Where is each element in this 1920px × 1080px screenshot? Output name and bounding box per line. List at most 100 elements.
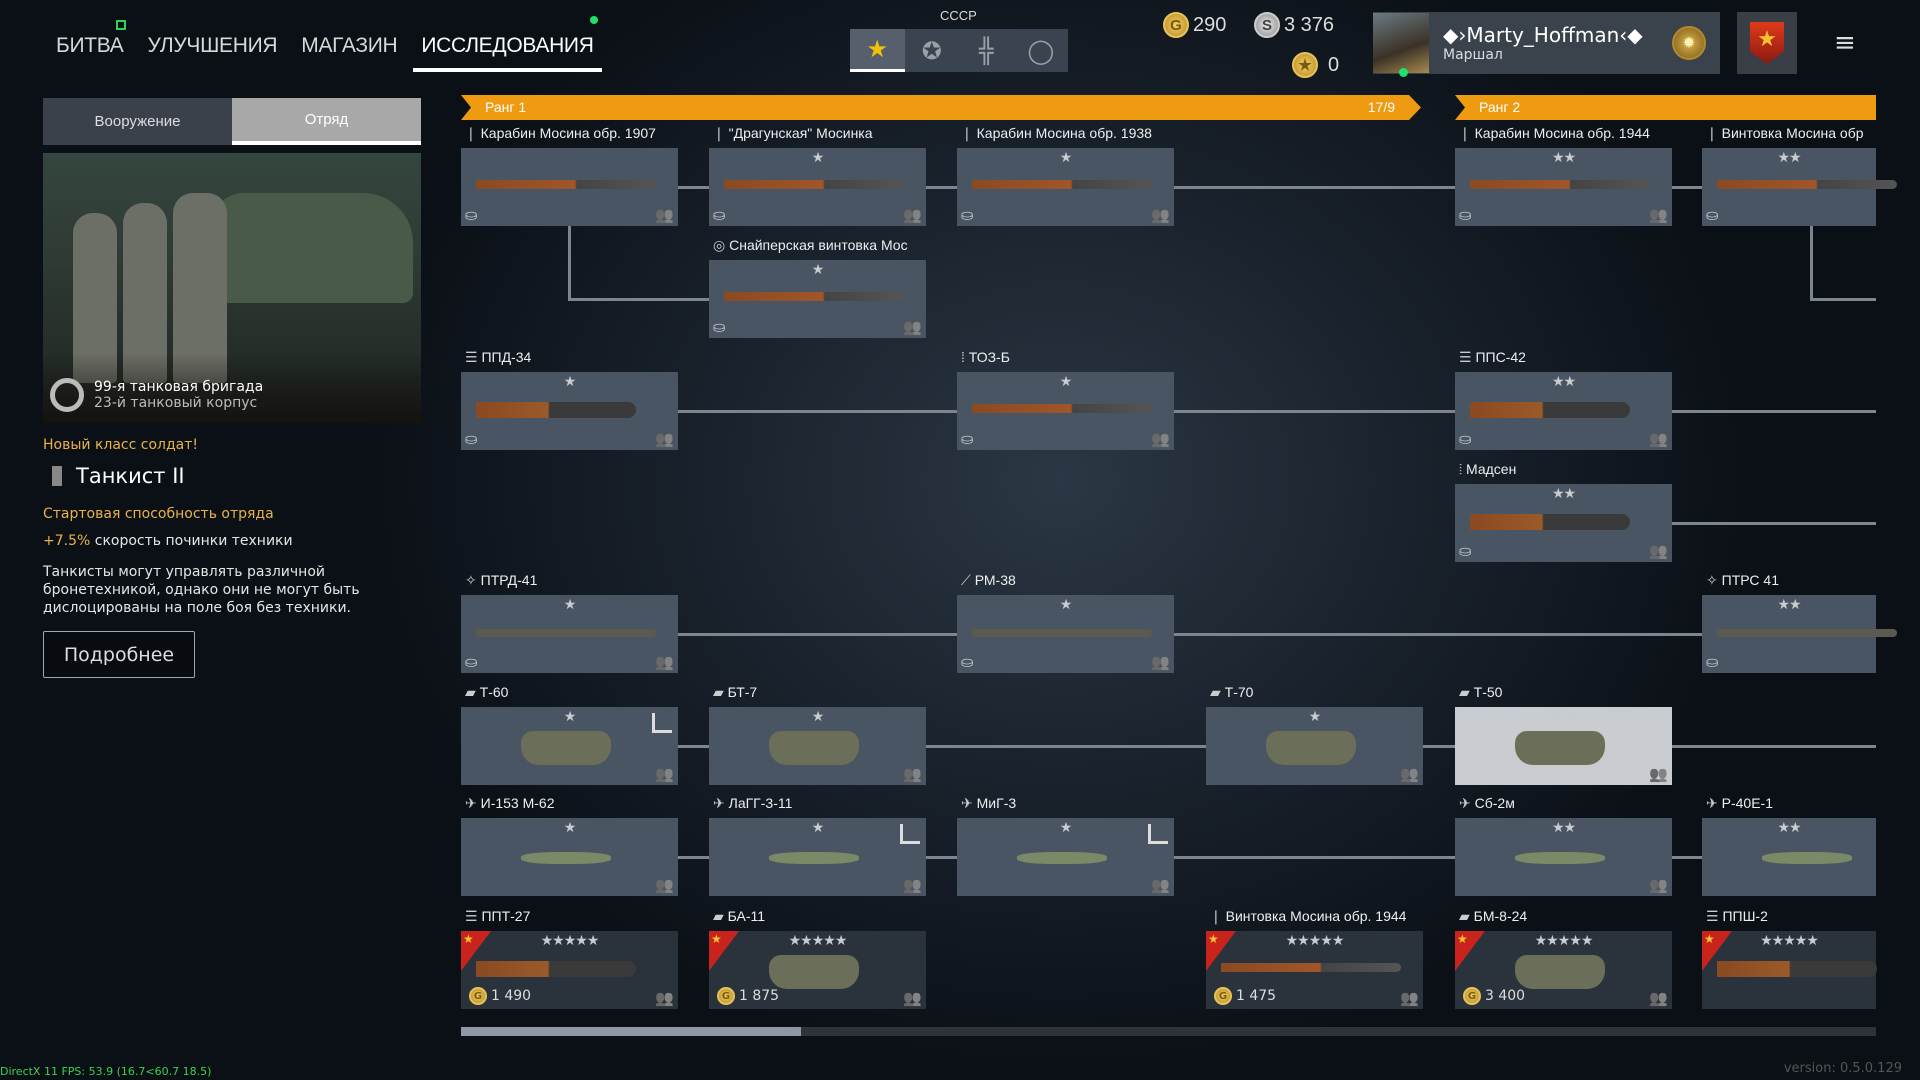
item-image	[1515, 731, 1605, 765]
item-image	[476, 629, 656, 637]
horizontal-scrollbar[interactable]	[461, 1027, 1876, 1036]
research-card[interactable]: ▰ Т-70★👥	[1206, 684, 1423, 785]
player-name: ◆›Marty_Hoffman‹◆	[1443, 23, 1643, 47]
research-card[interactable]: ☰ ППД-34★⛀👥	[461, 349, 678, 450]
research-card[interactable]: ⁞ ТОЗ-Б★⛀👥	[957, 349, 1174, 450]
nav-shop[interactable]: МАГАЗИН	[301, 34, 398, 57]
research-card[interactable]: ❘ Карабин Мосина обр. 1907⛀👥	[461, 125, 678, 226]
circle-icon[interactable]: ◯	[1027, 36, 1055, 65]
research-card[interactable]: ❘ Карабин Мосина обр. 1938★⛀👥	[957, 125, 1174, 226]
squad-icon: 👥	[1400, 989, 1419, 1007]
basket-icon[interactable]: ⛀	[465, 653, 478, 671]
nav-upgrades[interactable]: УЛУЧШЕНИЯ	[147, 34, 278, 57]
avatar	[1373, 13, 1429, 77]
card-label: ✧ ПТРС 41	[1706, 572, 1779, 589]
research-card[interactable]: ❘ "Драгунская" Мосинка★⛀👥	[709, 125, 926, 226]
shotgun-icon: ⁞	[961, 349, 969, 365]
research-card[interactable]: ✈ ЛаГГ-3-11★👥	[709, 795, 926, 896]
research-card[interactable]: ❘ Карабин Мосина обр. 1944★★⛀👥	[1455, 125, 1672, 226]
ability-text: скорость починки техники	[94, 533, 293, 549]
basket-icon[interactable]: ⛀	[465, 206, 478, 224]
research-card[interactable]: ▰ Т-50★★👥	[1455, 684, 1672, 785]
basket-icon[interactable]: ⛀	[465, 430, 478, 448]
research-card[interactable]: ⦙ Мадсен★★⛀👥	[1455, 461, 1672, 562]
silver-amount: 3 376	[1284, 13, 1335, 36]
card-name: ТОЗ-Б	[968, 349, 1010, 365]
allies-star-icon[interactable]: ✪	[921, 36, 942, 65]
squad-icon: 👥	[655, 206, 674, 224]
nav-research[interactable]: ИССЛЕДОВАНИЯ	[413, 16, 602, 72]
price-value: 3 400	[1485, 988, 1526, 1004]
star-rating: ★	[811, 150, 825, 166]
research-card[interactable]: ⟋ РМ-38★⛀👥	[957, 572, 1174, 673]
scrollbar-thumb[interactable]	[461, 1027, 801, 1036]
tab-squad[interactable]: Отряд	[232, 98, 421, 145]
rifle-icon: ❘	[961, 125, 977, 141]
token-amount: 0	[1328, 53, 1340, 76]
item-image	[1762, 852, 1852, 864]
research-card[interactable]: ❘ Винтовка Мосина обр★★⛀	[1702, 125, 1897, 226]
basket-icon[interactable]: ⛀	[961, 653, 974, 671]
research-card[interactable]: ✈ МиГ-3★👥	[957, 795, 1174, 896]
card-name: "Драгунская" Мосинка	[728, 125, 873, 141]
nav-battle[interactable]: БИТВА	[56, 20, 126, 72]
emblem-button[interactable]: ★	[1737, 12, 1797, 74]
item-image	[476, 961, 636, 977]
gold-coin-icon: G	[1163, 12, 1189, 38]
star-rating: ★★	[1777, 150, 1801, 166]
squad-icon: 👥	[903, 765, 922, 783]
price-value: 1 475	[1236, 988, 1277, 1004]
card-label: ☰ ППШ-2	[1706, 908, 1768, 925]
basket-icon[interactable]: ⛀	[961, 430, 974, 448]
star-rating: ★	[811, 709, 825, 725]
item-image	[1717, 629, 1897, 637]
menu-icon[interactable]: ≡	[1834, 28, 1856, 58]
card-label: ✈ Р-40Е-1	[1706, 795, 1773, 812]
card-name: Снайперская винтовка Мос	[729, 237, 908, 253]
tank-icon: ▰	[1210, 684, 1225, 700]
research-card[interactable]: ☰ ППС-42★★⛀👥	[1455, 349, 1672, 450]
card-name: РМ-38	[974, 572, 1016, 588]
ussr-star-icon[interactable]: ★	[850, 29, 905, 72]
rifle-icon: ❘	[1459, 125, 1475, 141]
tree-connector	[1810, 226, 1813, 300]
basket-icon[interactable]: ⛀	[1706, 653, 1719, 671]
card-label: ❘ Винтовка Мосина обр. 1944	[1210, 908, 1406, 925]
basket-icon[interactable]: ⛀	[1459, 542, 1472, 560]
profile-card[interactable]: ◆›Marty_Hoffman‹◆ Маршал ✹	[1373, 12, 1720, 77]
research-card[interactable]: ▰ БТ-7★👥	[709, 684, 926, 785]
rank-chevron-icon	[52, 466, 62, 486]
basket-icon[interactable]: ⛀	[713, 318, 726, 336]
card-label: ☰ ППС-42	[1459, 349, 1526, 366]
tab-weapons[interactable]: Вооружение	[43, 98, 232, 145]
card-label: ▰ Т-50	[1459, 684, 1502, 701]
research-card[interactable]: ✧ ПТРС 41★★⛀	[1702, 572, 1897, 673]
price-value: 1 490	[491, 988, 532, 1004]
research-card[interactable]: ☰ ППШ-2★★★★★★	[1702, 908, 1877, 1009]
more-button[interactable]: Подробнее	[43, 631, 195, 678]
research-card[interactable]: ◎ Снайперская винтовка Мос★⛀👥	[709, 237, 926, 338]
research-card[interactable]: ✈ Р-40Е-1★★	[1702, 795, 1876, 896]
ability-title: Стартовая способность отряда	[43, 506, 274, 522]
basket-icon[interactable]: ⛀	[961, 206, 974, 224]
germany-cross-icon[interactable]: ╬	[979, 36, 994, 65]
rank-progress: 17/9	[1367, 99, 1395, 115]
token-balance[interactable]: ★0	[1292, 52, 1339, 78]
basket-icon[interactable]: ⛀	[713, 206, 726, 224]
tree-connector	[1672, 522, 1876, 525]
basket-icon[interactable]: ⛀	[1459, 206, 1472, 224]
basket-icon[interactable]: ⛀	[1706, 206, 1719, 224]
research-card[interactable]: ✈ Сб-2м★★👥	[1455, 795, 1672, 896]
research-card[interactable]: ✧ ПТРД-41★⛀👥	[461, 572, 678, 673]
basket-icon[interactable]: ⛀	[1459, 430, 1472, 448]
research-card[interactable]: ▰ Т-60★👥	[461, 684, 678, 785]
research-card[interactable]: ✈ И-153 М-62★👥	[461, 795, 678, 896]
star-rating: ★	[563, 597, 577, 613]
star-rating: ★★	[1551, 709, 1576, 725]
